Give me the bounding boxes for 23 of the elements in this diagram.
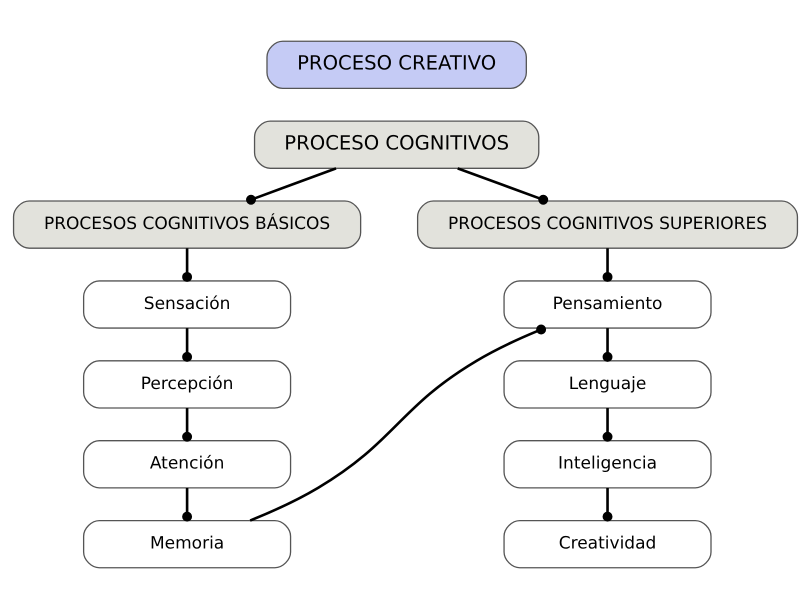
node-box: Percepción	[82, 360, 292, 408]
node-box: Sensación	[82, 280, 292, 328]
connector	[182, 408, 192, 442]
connector	[602, 408, 612, 442]
node-box: Inteligencia	[503, 440, 712, 488]
node-box: Atención	[82, 440, 292, 488]
connector	[182, 487, 192, 522]
node-box: PROCESO CREATIVO	[266, 40, 527, 89]
node-box: Lenguaje	[503, 360, 712, 408]
connector	[250, 324, 546, 522]
connector	[457, 166, 548, 204]
connector	[182, 248, 192, 282]
node-box: PROCESO COGNITIVOS	[254, 120, 540, 168]
connector	[602, 487, 612, 522]
node-box: Pensamiento	[503, 280, 712, 328]
node-box: Memoria	[82, 519, 292, 568]
node-box: PROCESOS COGNITIVOS SUPERIORES	[416, 200, 798, 248]
connector	[602, 248, 612, 282]
connector	[246, 166, 336, 204]
connector	[182, 328, 192, 362]
node-box: Creatividad	[503, 519, 712, 568]
node-box: PROCESOS COGNITIVOS BÁSICOS	[12, 200, 362, 248]
connector	[602, 328, 612, 362]
